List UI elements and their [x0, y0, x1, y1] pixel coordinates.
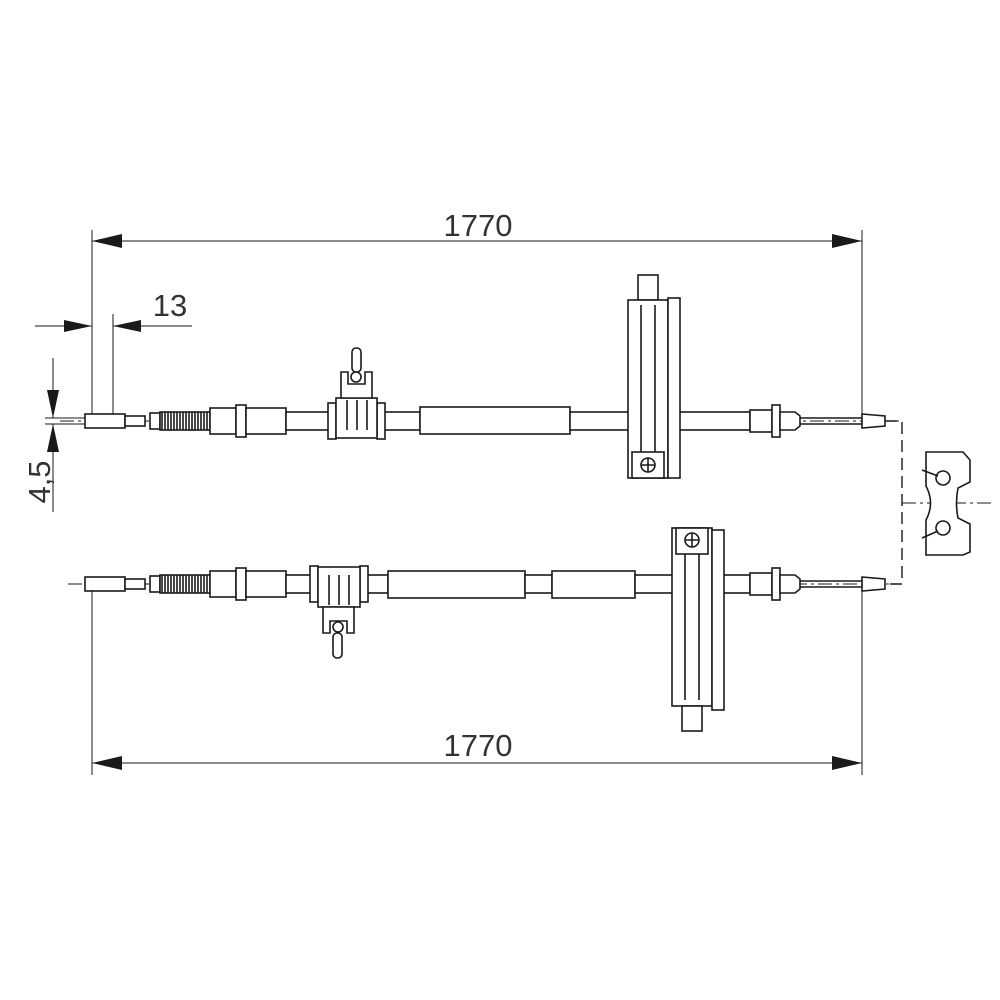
cable-top [60, 274, 900, 479]
cable-end-nipple [861, 576, 886, 592]
dimension-label-diameter: 4,5 [22, 460, 57, 503]
bracket [627, 274, 681, 479]
protective-sleeve [419, 406, 571, 435]
dimension-label-bottom: 1770 [444, 728, 513, 763]
cable-end-nipple [861, 413, 886, 429]
collar [235, 567, 247, 601]
dimension-top-length: 1770 [91, 208, 863, 415]
screw-icon [350, 371, 362, 383]
end-ferrule [84, 576, 126, 592]
protective-sleeve [387, 570, 526, 599]
mounting-clip [327, 347, 386, 440]
dimension-bottom-length: 1770 [91, 590, 863, 775]
mounting-plate [711, 529, 725, 711]
mounting-clip [309, 565, 369, 659]
screw-icon [332, 621, 344, 633]
dimension-label-top: 1770 [444, 208, 513, 243]
bracket [671, 527, 725, 732]
dimension-end-fitting: 13 [35, 288, 192, 418]
collar [235, 404, 247, 438]
equalizer-detail [885, 420, 995, 585]
mounting-plate [667, 297, 681, 479]
end-ferrule [84, 413, 126, 429]
cable-bottom [68, 527, 900, 732]
dimension-diameter: 4,5 [22, 358, 85, 512]
dimension-label-13: 13 [153, 288, 187, 323]
protective-sleeve [551, 570, 636, 599]
